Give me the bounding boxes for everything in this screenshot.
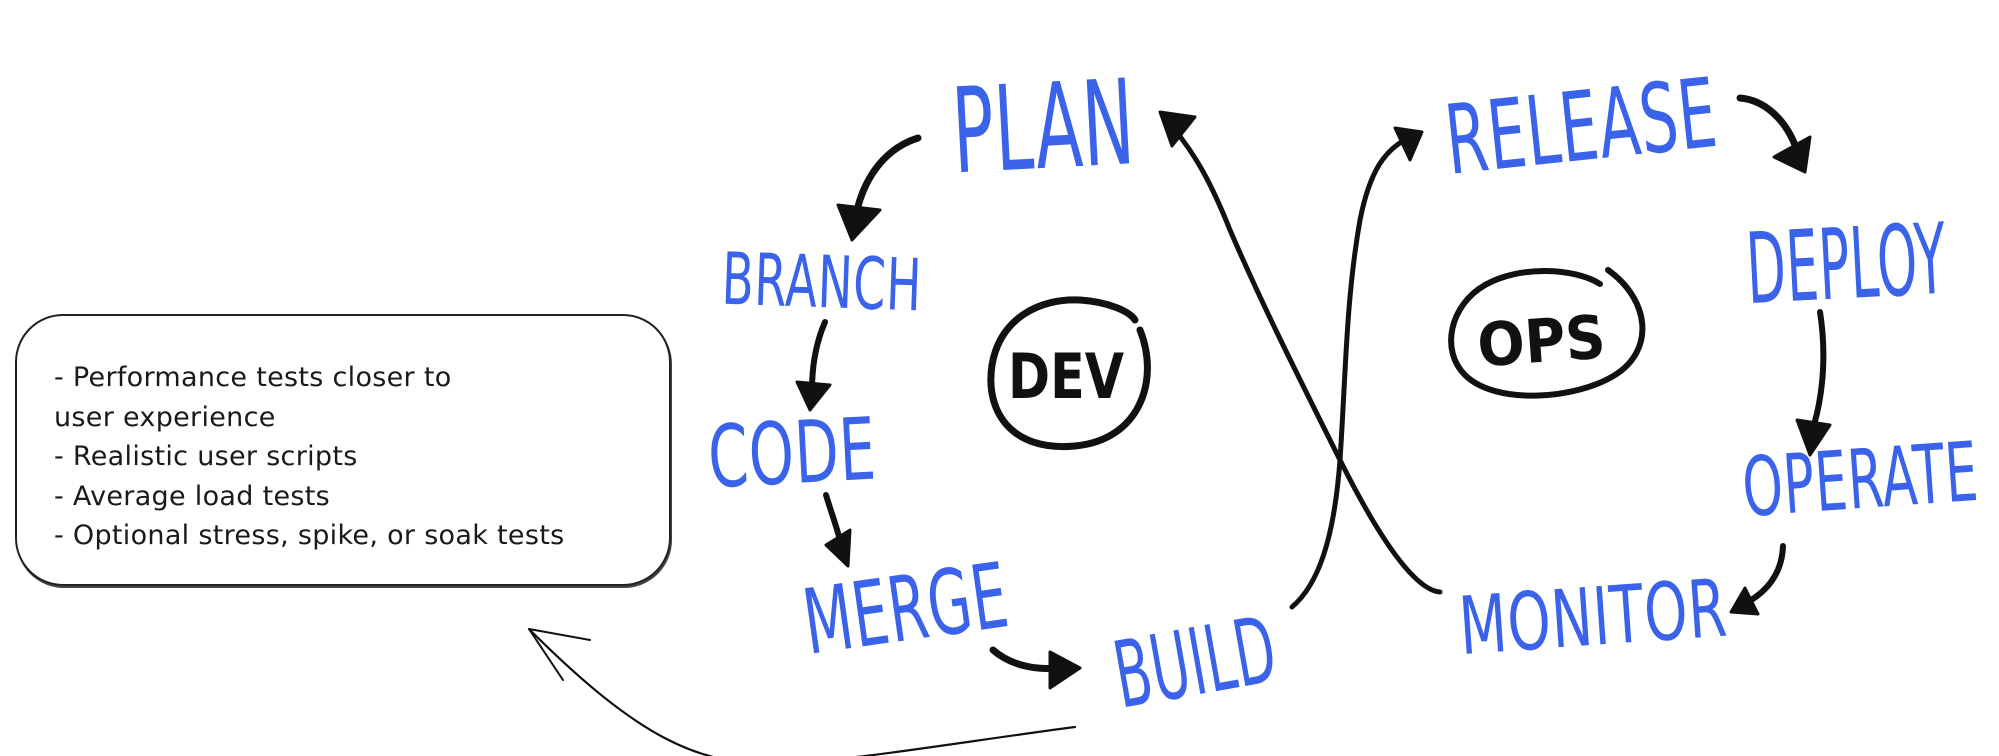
test-notes-list: - Performance tests closer to user exper… — [54, 358, 564, 556]
stage-branch: BRANCH — [721, 237, 924, 328]
ops-hub-label: OPS — [1475, 303, 1608, 382]
stage-monitor: MONITOR — [1456, 562, 1730, 673]
stage-plan: PLAN — [949, 53, 1138, 200]
arrowhead-icon — [1772, 135, 1812, 174]
arrow-shaft — [852, 134, 922, 219]
arrow-shaft — [1289, 135, 1411, 610]
arrow-merge-to-build — [989, 646, 1082, 690]
arrowhead-icon — [528, 628, 591, 681]
arrow-shaft — [1811, 309, 1827, 428]
arrow-shaft — [809, 319, 828, 393]
dev-hub-circle — [987, 296, 1151, 451]
arrowhead-icon — [1393, 126, 1424, 162]
arrow-release-to-deploy — [1736, 94, 1812, 174]
arrow-branch-to-code — [795, 319, 832, 412]
stage-release: RELEASE — [1440, 57, 1722, 197]
stage-code: CODE — [706, 400, 879, 509]
note-line: - Performance tests closer to — [54, 362, 452, 393]
arrow-shaft — [1172, 127, 1443, 595]
arrow-operate-to-monitor — [1729, 543, 1786, 616]
arrowhead-icon — [824, 528, 852, 568]
stage-merge: MERGE — [797, 543, 1015, 676]
arrow-shaft — [1736, 94, 1799, 149]
note-line: - Average load tests — [54, 480, 330, 512]
arrowhead-icon — [836, 203, 882, 242]
note-line: - Realistic user scripts — [54, 441, 358, 472]
arrow-code-to-merge — [823, 492, 852, 568]
stage-build: BUILD — [1106, 596, 1284, 730]
arrowhead-icon — [1048, 650, 1082, 690]
ops-hub: OPS — [1448, 267, 1646, 399]
arrowhead-icon — [1729, 586, 1760, 616]
test-notes-box: - Performance tests closer to user exper… — [15, 314, 671, 586]
arrowhead-icon — [1795, 418, 1832, 457]
arrow-shaft — [1745, 543, 1786, 605]
note-line: - Optional stress, spike, or soak tests — [54, 520, 565, 551]
dev-hub: DEV — [987, 296, 1151, 451]
arrow-plan-to-branch — [836, 134, 922, 242]
stage-deploy: DEPLOY — [1744, 203, 1950, 327]
stage-operate: OPERATE — [1739, 425, 1981, 536]
arrow-shaft — [989, 646, 1059, 672]
arrow-build-to-release — [1289, 126, 1424, 610]
ops-hub-circle — [1448, 267, 1646, 399]
note-line: user experience — [54, 401, 276, 433]
arrow-build-to-notes — [527, 627, 1077, 756]
arrow-monitor-to-plan — [1158, 110, 1443, 595]
arrow-deploy-to-operate — [1795, 309, 1832, 457]
arrowhead-icon — [795, 380, 832, 412]
arrow-shaft — [527, 627, 1077, 756]
dev-hub-label: DEV — [1008, 340, 1124, 413]
arrowhead-icon — [1158, 110, 1197, 148]
